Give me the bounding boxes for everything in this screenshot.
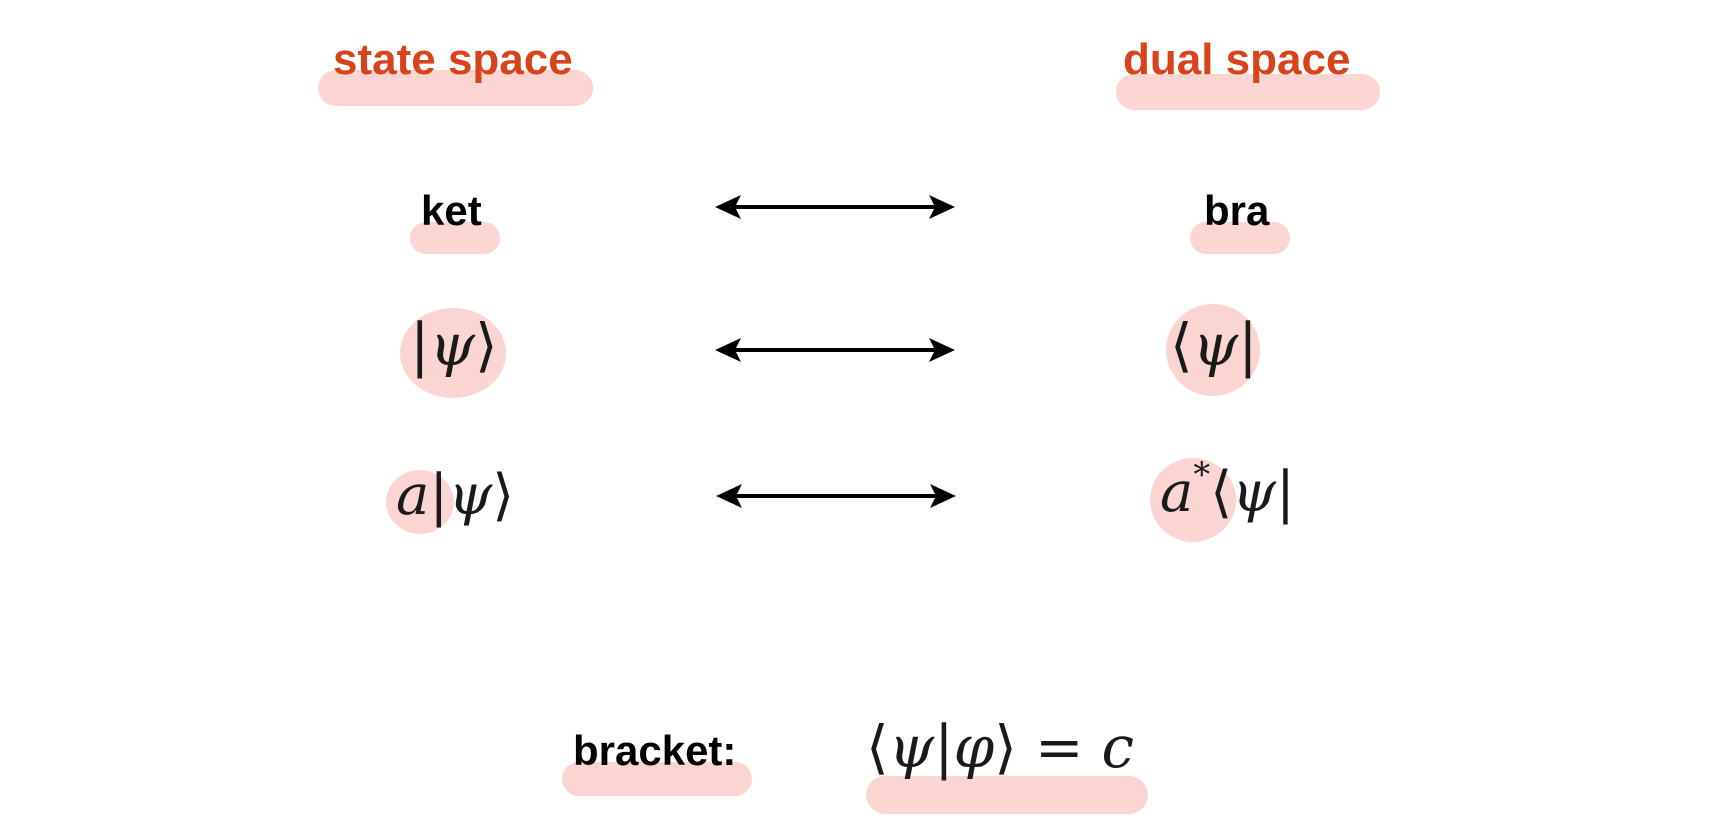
bracket-phi: φ: [953, 713, 995, 781]
scaled-bra-angle: ⟨: [1210, 460, 1233, 526]
ket-bra-arrow: [715, 195, 955, 219]
scaled-bra-psi: ψ: [1232, 460, 1276, 526]
bracket-open-angle: ⟨: [866, 713, 889, 781]
bracket-divider: |: [934, 713, 954, 781]
ket-bar: |: [410, 311, 430, 379]
bracket-equals: =: [1034, 713, 1084, 781]
bra-label-highlight: [1190, 222, 1290, 254]
scaled-ket-bar: |: [429, 463, 449, 528]
coefficient-a-star-highlight: [1150, 458, 1236, 542]
bra-bar: |: [1238, 311, 1258, 379]
bra-symbol-highlight: [1166, 304, 1260, 396]
scaled-bra-coefficient: a: [1160, 460, 1194, 526]
ket-symbol: |ψ⟩: [410, 316, 498, 374]
dual-space-heading: dual space: [1123, 35, 1351, 84]
state-space-heading: state space: [333, 35, 573, 84]
bracket-result: c: [1101, 713, 1135, 781]
scaled-ket-scaled-bra-arrow: [716, 484, 956, 508]
coefficient-a-highlight: [386, 470, 454, 534]
bra-psi: ψ: [1192, 311, 1239, 379]
scaled-ket-angle: ⟩: [492, 463, 515, 528]
ket-psi: ψ: [429, 311, 476, 379]
state-space-highlight: [318, 70, 593, 106]
bracket-expression: ⟨ψ|φ⟩=c: [866, 718, 1134, 776]
scaled-bra-conjugate-star: *: [1193, 455, 1211, 494]
bra-symbol: ⟨ψ|: [1170, 316, 1258, 374]
bracket-expression-highlight: [866, 776, 1148, 814]
dual-space-highlight: [1116, 74, 1380, 110]
bracket-label-highlight: [562, 762, 752, 796]
scaled-bra-bar: |: [1275, 460, 1295, 526]
bracket-psi: ψ: [888, 713, 935, 781]
scaled-ket-coefficient: a: [396, 463, 430, 528]
bra-label: bra: [1204, 187, 1270, 234]
ket-label-highlight: [410, 222, 500, 254]
scaled-bra: a*⟨ψ|: [1160, 458, 1295, 521]
scaled-ket: a|ψ⟩: [396, 468, 514, 524]
ket-symbol-bra-symbol-arrow: [715, 338, 955, 362]
ket-symbol-highlight: [400, 308, 506, 398]
scaled-ket-psi: ψ: [448, 463, 493, 528]
bra-angle: ⟨: [1170, 311, 1193, 379]
ket-angle: ⟩: [475, 311, 498, 379]
bracket-close-angle: ⟩: [994, 713, 1017, 781]
bracket-label: bracket:: [573, 727, 737, 774]
ket-label: ket: [421, 187, 482, 234]
